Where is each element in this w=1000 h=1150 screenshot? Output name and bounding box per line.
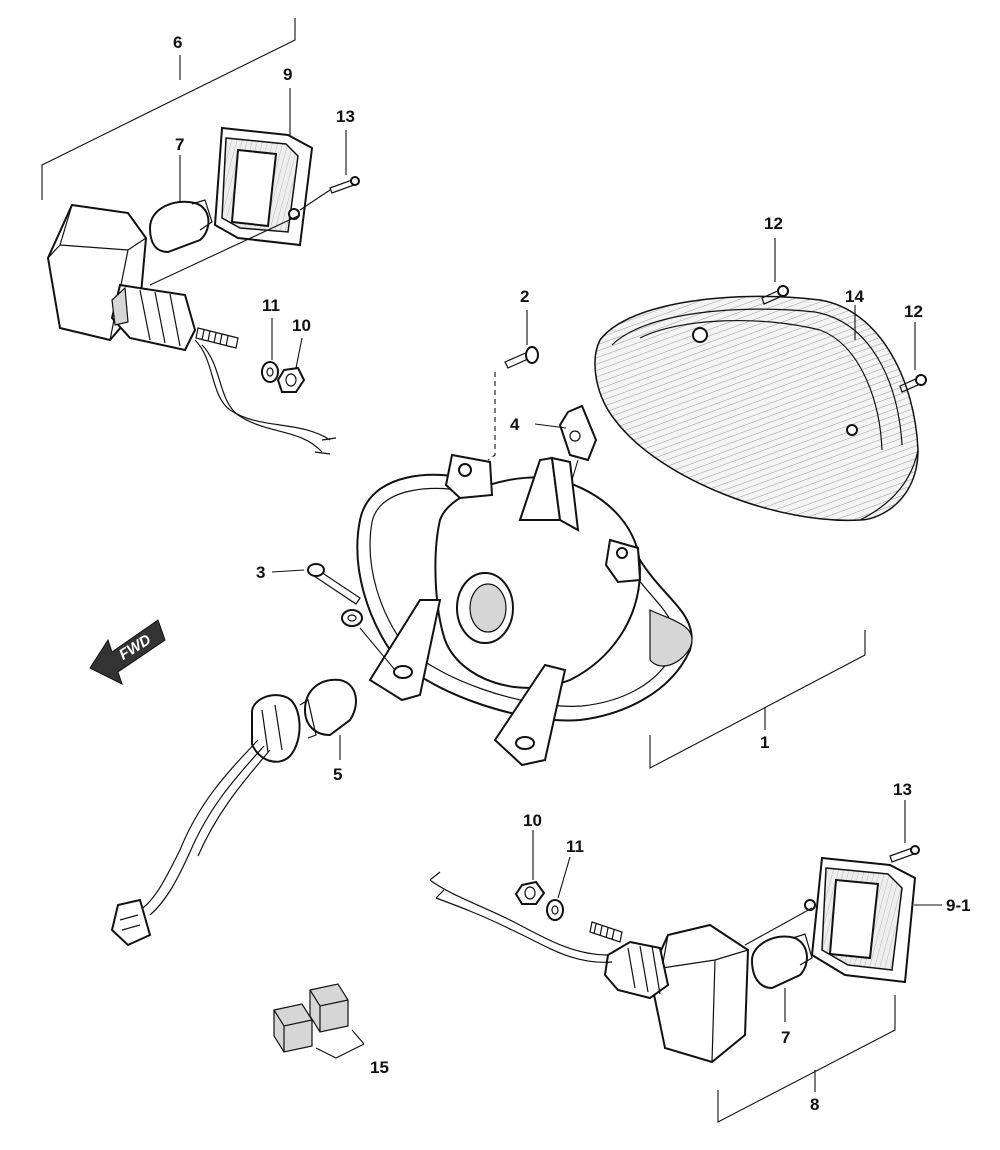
callout-9-1: 9-1: [946, 896, 971, 915]
nut-10-left: [276, 366, 306, 393]
callout-13-lower: 13: [893, 780, 912, 799]
screw-2: [487, 310, 539, 461]
bulb-socket-harness: [110, 678, 357, 947]
callout-12-right: 12: [904, 302, 923, 321]
washer-3: [341, 609, 363, 627]
connector-plug: [110, 898, 152, 947]
callout-6: 6: [173, 33, 182, 52]
screw-12-upper: [761, 238, 789, 305]
callout-10-upper: 10: [292, 316, 311, 335]
callout-11-upper: 11: [262, 296, 280, 315]
callout-bracket-6: [41, 18, 296, 200]
callout-7-lower: 7: [781, 1028, 790, 1047]
reflector-pads-15: [273, 983, 365, 1059]
callout-13-upper: 13: [336, 107, 355, 126]
callout-9: 9: [283, 65, 292, 84]
callout-7-upper: 7: [175, 135, 184, 154]
lens-9-left: [149, 88, 314, 286]
bulb-7-left: [148, 155, 213, 254]
callout-1: 1: [760, 733, 769, 752]
callout-3: 3: [256, 563, 265, 582]
callout-11-lower: 11: [566, 837, 584, 856]
forward-direction-arrow: FWD: [89, 619, 166, 685]
bulb-7-right: [750, 935, 808, 990]
screw-3: [271, 563, 396, 671]
callout-2: 2: [520, 287, 529, 306]
nut-10-right: [514, 880, 546, 905]
screw-12-right: [899, 322, 927, 393]
callout-5: 5: [333, 765, 342, 784]
callout-labels: 6 9 13 7 11 10 2 12 14 12 4 3 5 1 13 10 …: [173, 33, 971, 1114]
callout-4: 4: [510, 415, 520, 434]
screw-13-left: [299, 130, 360, 211]
washer-11-right: [546, 899, 564, 921]
left-signal-housing: [46, 203, 337, 455]
callout-12-upper: 12: [764, 214, 783, 233]
callout-bracket-8: [717, 995, 896, 1123]
callout-10-lower: 10: [523, 811, 542, 830]
left-turn-signal-assembly: [41, 18, 360, 455]
washer-11-left: [261, 361, 279, 383]
tail-light-lens-14: [594, 295, 919, 522]
callout-bracket-15: [315, 1043, 365, 1059]
callout-14: 14: [845, 287, 864, 306]
clip-nut-4: [534, 404, 598, 481]
bulb-5: [303, 678, 357, 737]
right-turn-signal-assembly: [429, 800, 942, 1123]
callout-8: 8: [810, 1095, 819, 1114]
tail-light-base-assembly: [356, 453, 866, 769]
callout-bracket-1: [649, 630, 866, 769]
callout-15: 15: [370, 1058, 389, 1077]
right-signal-housing: [648, 923, 750, 1064]
